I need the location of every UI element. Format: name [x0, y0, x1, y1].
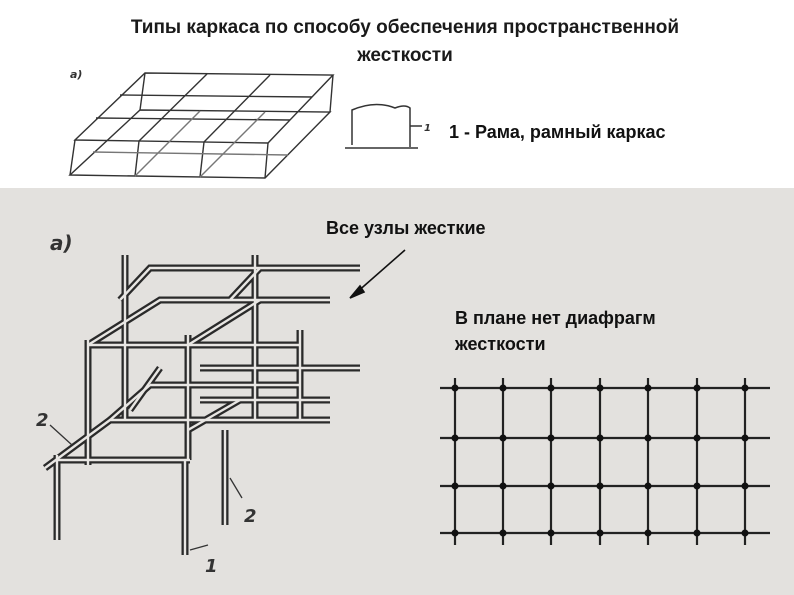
scanned-panel: [0, 188, 794, 595]
plan-grid-nodes: [451, 384, 749, 537]
spatial-frame-inner: [44, 255, 360, 555]
top-1-mark: 1: [424, 123, 431, 134]
plan-grid: [440, 378, 770, 545]
mark-2-right: 2: [244, 506, 257, 527]
title-line-1: Типы каркаса по способу обеспечения прос…: [130, 17, 680, 38]
mark-leaders: [49, 424, 243, 551]
title-line-2: жесткости: [357, 45, 453, 66]
frame-element-sketch: [345, 103, 422, 149]
grid-box-sketch: [68, 72, 335, 179]
main-a-mark: а): [50, 231, 73, 255]
plan-label: В плане нет диафрагм жесткости: [455, 305, 656, 357]
plan-label-line-2: жесткости: [455, 334, 546, 354]
mark-1-bottom: 1: [205, 556, 218, 577]
page-title: Типы каркаса по способу обеспечения прос…: [40, 14, 770, 70]
rigid-node-arrow: [349, 249, 406, 299]
mark-2-left: 2: [36, 410, 49, 431]
rigid-nodes-label: Все узлы жесткие: [326, 218, 486, 238]
top-a-mark: а): [70, 68, 82, 81]
frame-label: 1 - Рама, рамный каркас: [449, 122, 666, 142]
plan-label-line-1: В плане нет диафрагм: [455, 308, 656, 328]
